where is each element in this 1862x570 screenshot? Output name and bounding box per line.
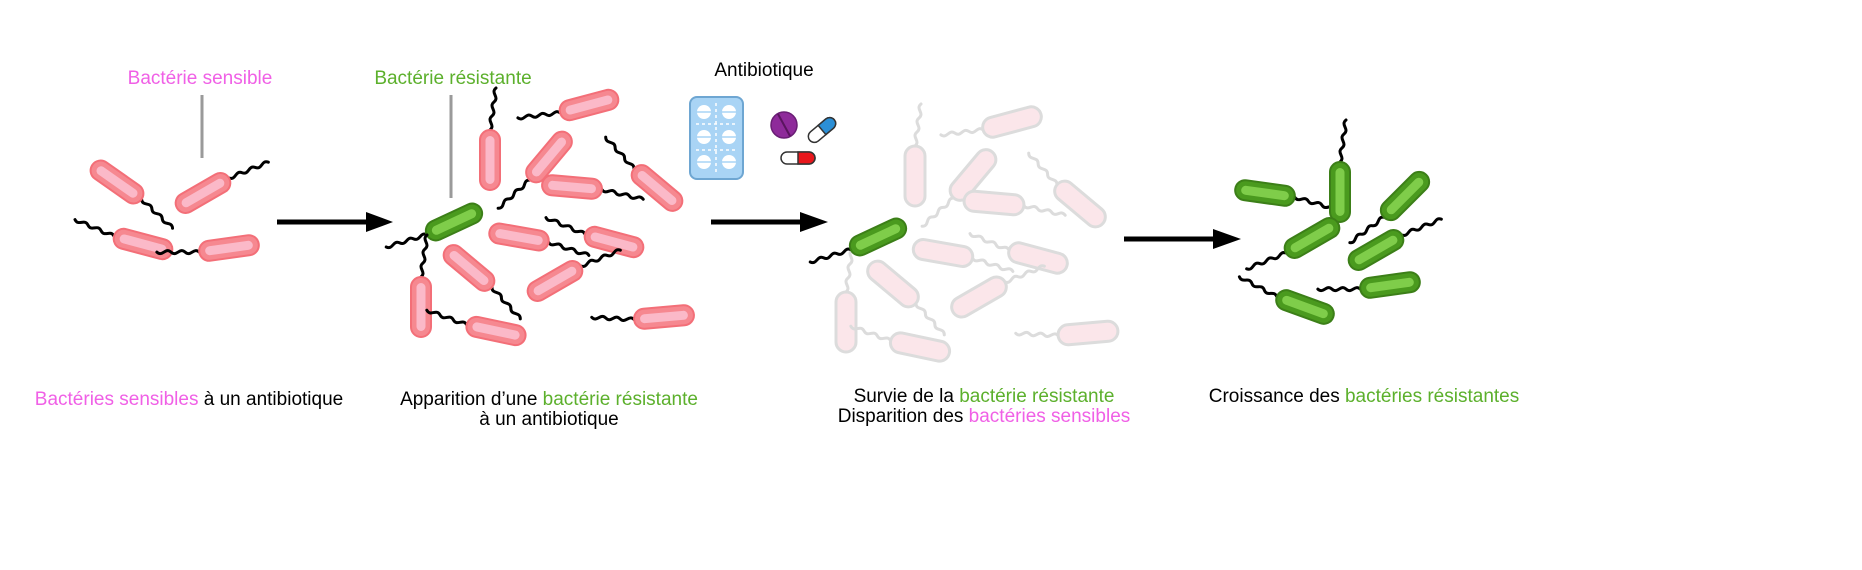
bacterium-icon [866,259,950,337]
capsule-icon [780,151,816,165]
bacterium-icon [155,234,260,262]
bacterium-icon [526,243,622,302]
step1-group: Bactérie sensible [71,68,273,262]
caption-step1: Bactéries sensibles à un antibiotique [35,389,343,410]
step2-group: Bactérie résistante [374,68,695,347]
bacterium-icon [1235,275,1335,325]
caption-step3-line1: Survie de la bactérie résistante [854,386,1115,407]
bacterium-icon [1329,118,1351,223]
arrow-icon [711,212,828,232]
bacterium-icon [516,88,620,126]
bacterium-icon [1245,217,1341,276]
bacterium-icon [89,159,178,230]
bacterium-icon [1348,170,1431,249]
bacterium-icon [174,155,270,214]
round-tablet-icon [770,111,798,139]
bacterium-icon [590,304,695,330]
bacterium-icon [488,222,592,257]
bacterium-icon [1014,319,1120,347]
bacterium-icon [424,308,527,347]
bacterium-icon [542,216,645,259]
bacterium-icon [808,217,908,269]
bacterium-icon [950,259,1046,319]
bacterium-icon [966,232,1069,275]
label-bacterie-sensible: Bactérie sensible [128,68,273,89]
label-bacterie-resistante: Bactérie résistante [374,68,531,89]
bacterium-icon [848,324,952,363]
bacterium-icon [939,105,1043,143]
bacterium-icon [1234,179,1338,211]
bacterium-icon [920,148,998,232]
bacterium-icon [384,202,484,254]
bacterium-icon [1023,151,1107,229]
bacterium-icon [903,102,927,208]
bacterium-icon [834,248,858,354]
label-antibiotique: Antibiotique [714,60,813,81]
bacterium-icon [600,135,684,212]
antibiotic-group: Antibiotique [689,60,837,180]
bacterium-icon [410,233,432,338]
step3-group [808,102,1120,363]
bacterium-icon [1316,271,1421,299]
caption-step2-line1: Apparition d’une bactérie résistante [400,389,698,410]
bacterium-icon [1347,212,1443,271]
arrow-icon [1124,229,1241,249]
bacterium-icon [911,238,1016,273]
arrow-icon [277,212,393,232]
capsule-icon [807,116,837,144]
caption-step2-line2: à un antibiotique [479,409,618,430]
bacterium-icon [496,130,573,214]
caption-step4: Croissance des bactéries résistantes [1209,386,1519,407]
bacterium-icon [479,86,501,191]
pill-blister-icon [689,96,744,180]
bacterium-icon [541,174,646,201]
bacterium-icon [442,244,526,321]
step4-group [1234,118,1443,325]
caption-step3-line2: Disparition des bactéries sensibles [838,406,1131,427]
bacterium-icon [962,189,1068,217]
